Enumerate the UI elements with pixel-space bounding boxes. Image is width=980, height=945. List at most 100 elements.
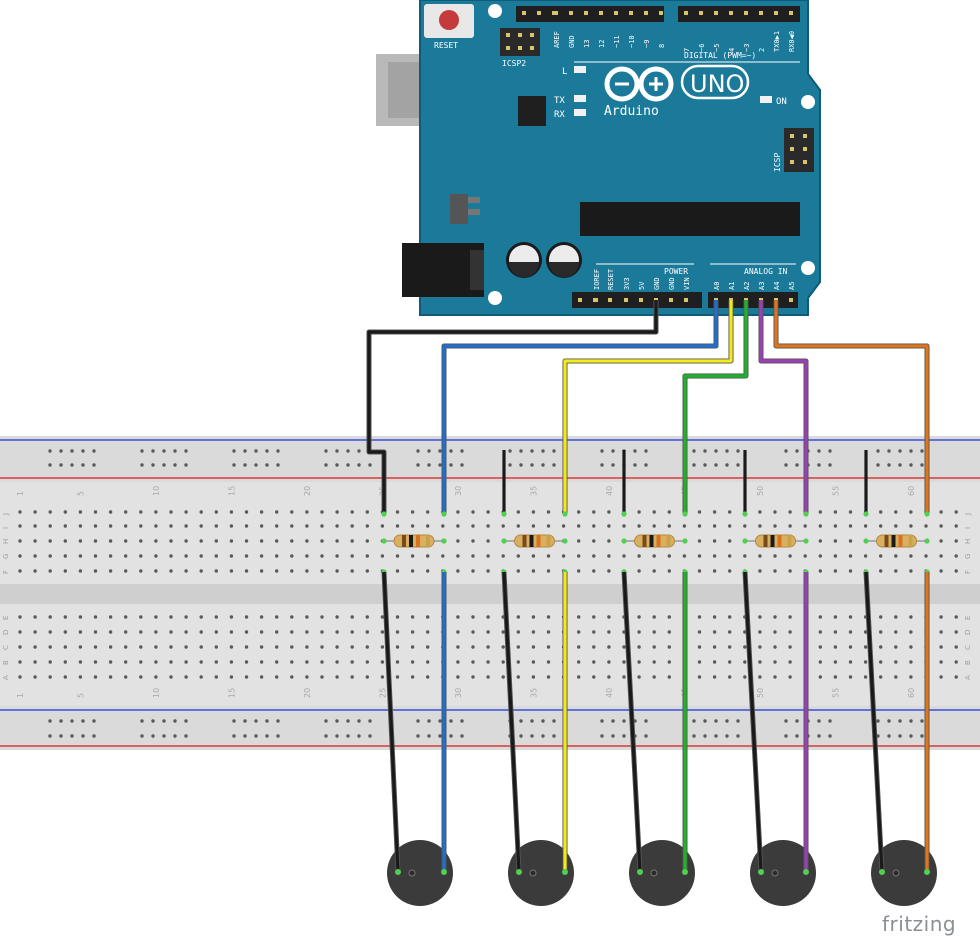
breadboard-hole [954,524,958,528]
breadboard-hole [773,554,777,558]
breadboard-hole [894,615,898,619]
breadboard-hole [471,524,475,528]
breadboard-hole [607,510,611,514]
breadboard-hole [652,569,656,573]
rail-hole [644,449,648,453]
breadboard-hole [486,645,490,649]
breadboard-hole [697,554,702,558]
piezo-sensor [381,511,453,906]
breadboard-hole [365,615,369,619]
breadboard-hole [833,554,838,558]
rail-hole [898,449,902,453]
icsp2-header [500,28,540,56]
rail-hole [276,734,280,738]
rail-hole [600,463,604,467]
breadboard-hole [471,630,475,634]
breadboard-hole [879,510,883,514]
breadboard-hole [803,554,807,558]
rail-hole [898,463,902,467]
breadboard-hole [743,675,747,679]
digital-pin-label: ~10 [628,35,636,48]
breadboard-hole [78,675,83,679]
breadboard-hole [33,615,37,619]
breadboard-hole [93,630,98,634]
breadboard-hole [199,645,203,649]
breadboard-hole [139,539,143,543]
breadboard-hole [18,510,22,514]
breadboard-hole [637,554,641,558]
breadboard-hole [108,539,113,543]
breadboard-hole [667,554,671,558]
breadboard-hole [335,615,339,619]
power-pin-label: RESET [607,268,615,290]
rail-hole [817,449,821,453]
breadboard-hole [924,554,928,558]
breadboard-hole [18,630,22,634]
usb-chip [518,96,546,126]
breadboard-hole [954,569,958,573]
digital-pin [659,11,663,15]
breadboard-hole [667,675,671,679]
breadboard-hole [244,615,249,619]
breadboard-hole [788,630,792,634]
breadboard-hole [305,569,309,573]
rail-hole [449,719,453,723]
breadboard-hole [365,660,369,664]
breadboard-hole [259,660,264,664]
breadboard-hole [214,630,218,634]
breadboard-hole [486,539,490,543]
rail-hole [530,463,534,467]
rail-hole [725,449,729,453]
breadboard-hole [939,524,943,528]
breadboard-hole [275,645,279,649]
rail-hole [427,463,431,467]
breadboard-hole [320,615,324,619]
digital-pin [789,11,793,15]
breadboard-hole [879,524,883,528]
breadboard-hole [622,660,626,664]
rail-hole [887,449,891,453]
breadboard-hole [652,615,656,619]
breadboard-hole [939,675,943,679]
breadboard-hole [607,630,611,634]
column-number: 1 [16,693,25,698]
breadboard-hole [395,554,400,558]
rail-hole [59,463,63,467]
breadboard-hole [546,645,551,649]
breadboard-hole [320,569,324,573]
rail-hole [692,734,696,738]
rail-hole [909,449,913,453]
breadboard-hole [199,630,203,634]
column-number: 10 [152,486,161,496]
breadboard-hole [833,615,838,619]
rail-hole [324,449,328,453]
breadboard-hole [154,630,158,634]
rail-hole [920,463,924,467]
rail-hole [828,463,832,467]
breadboard-hole [139,510,143,514]
breadboard-hole [848,660,853,664]
breadboard-hole [471,660,475,664]
breadboard-hole [501,675,505,679]
column-number: 55 [831,688,840,698]
piezo-disc [508,840,574,906]
breadboard-hole [184,645,188,649]
breadboard-hole [728,660,732,664]
breadboard-hole [18,660,22,664]
breadboard-hole [894,510,898,514]
rail-hole [828,449,832,453]
breadboard-hole [607,645,611,649]
column-number: 50 [756,486,765,496]
rail-hole [70,719,74,723]
breadboard-hole [259,630,264,634]
digital-pin [569,11,573,15]
breadboard-hole [607,539,611,543]
breadboard-hole [93,539,98,543]
breadboard-hole [728,645,732,649]
rail-hole [81,719,85,723]
rail-hole [140,734,144,738]
breadboard-hole [108,645,113,649]
digital-pin [584,11,588,15]
rail-hole [59,734,63,738]
breadboard-hole [259,615,264,619]
